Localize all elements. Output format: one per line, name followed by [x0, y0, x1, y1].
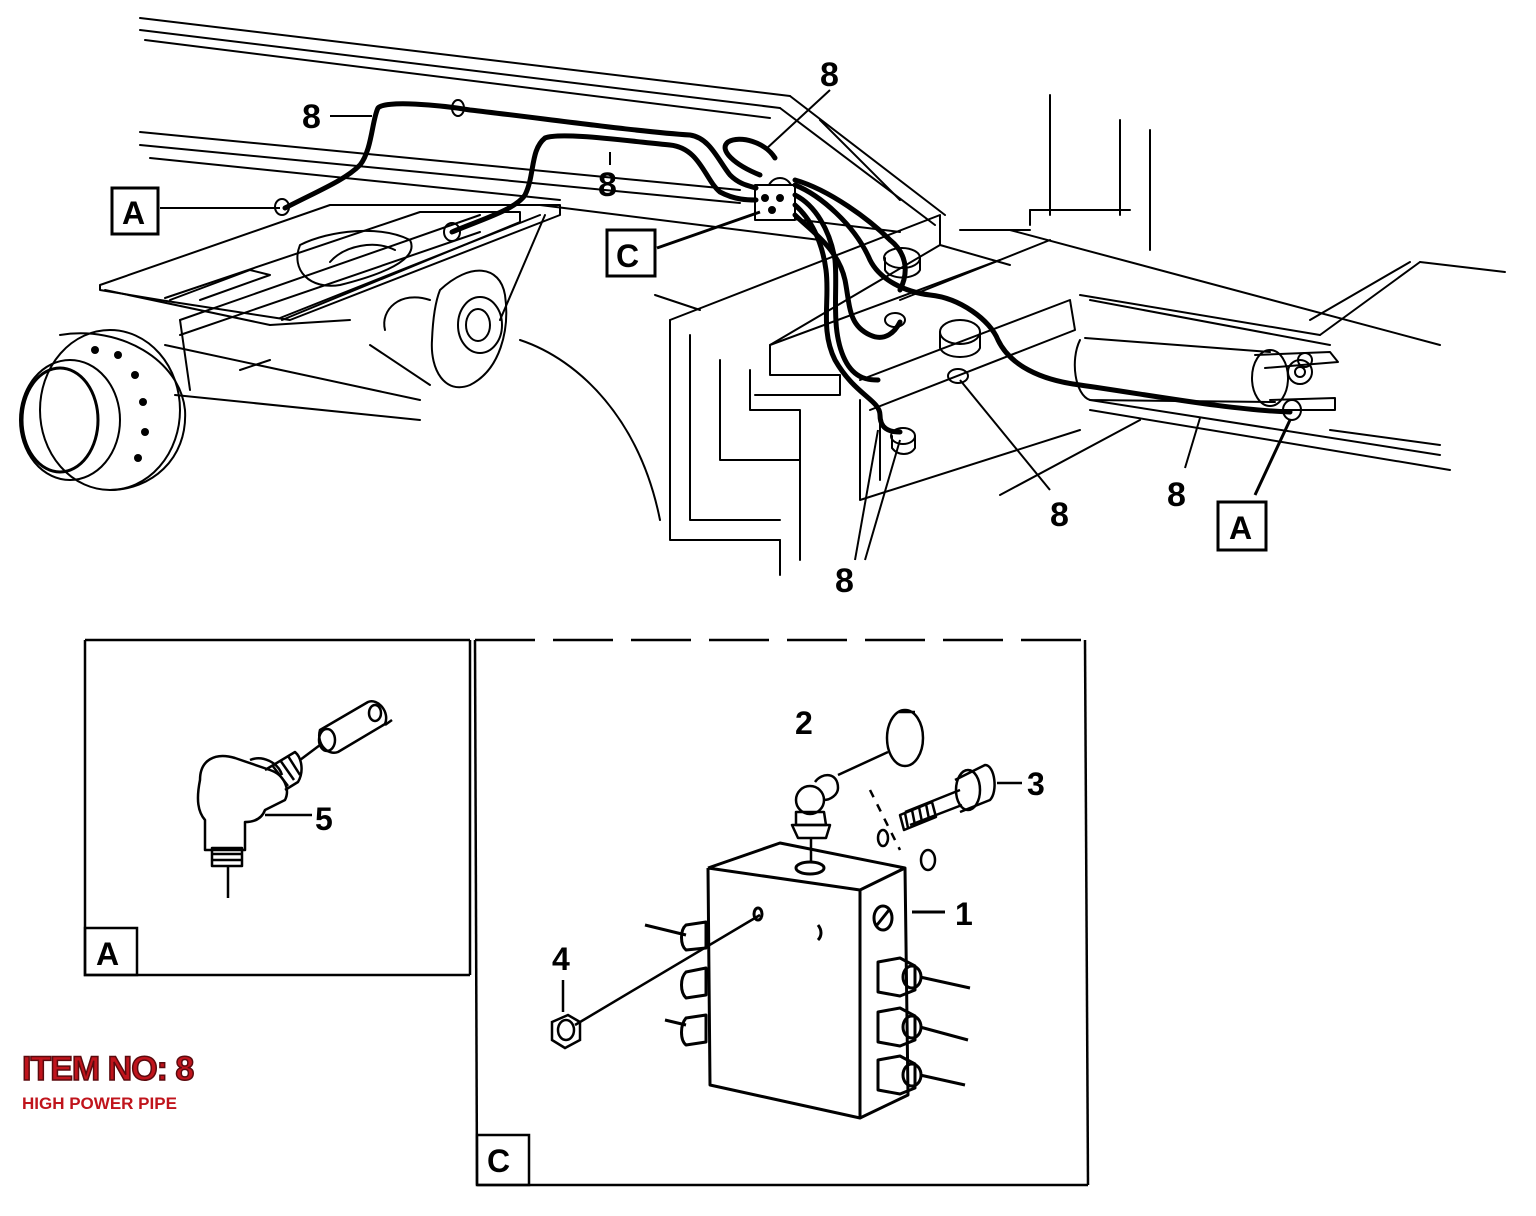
axle-assembly	[99, 204, 561, 421]
bolt	[868, 763, 1022, 872]
wheel-hub	[19, 329, 187, 491]
pipe-to-fitting	[792, 177, 908, 293]
frame-rails	[139, 17, 946, 241]
pipe-to-right	[792, 182, 1293, 415]
right-frame	[959, 94, 1506, 471]
callout-8-bottom: 8	[835, 562, 854, 600]
callout-8-top: 8	[820, 56, 839, 94]
pipe-middle	[449, 133, 759, 235]
detail-a-box	[83, 638, 472, 977]
callout-8-middle: 8	[598, 166, 617, 204]
callout-8-center-right: 8	[1050, 496, 1069, 534]
detail-tags: A C A A C	[96, 186, 1268, 1179]
detail-c-box	[473, 638, 1090, 1187]
callout-8-right: 8	[1167, 476, 1186, 514]
callout-labels: 8 8 8 8 8 8 1 2 3 4 5	[302, 56, 1186, 977]
elbow-fitting	[196, 700, 393, 898]
callout-3: 3	[1027, 766, 1045, 802]
tag-a-right: A	[1229, 510, 1252, 546]
callout-1: 1	[955, 896, 973, 932]
callout-2: 2	[795, 705, 813, 741]
pipe-down-3	[792, 212, 903, 340]
distribution-block	[644, 841, 971, 1120]
item-number-title: ITEM NO: 8	[21, 1049, 195, 1089]
crossmember	[654, 214, 1081, 576]
tag-c-detail-box: C	[487, 1143, 510, 1179]
callout-5: 5	[315, 801, 333, 837]
pipe-upper-left	[282, 101, 759, 211]
tag-c-upper: C	[616, 238, 639, 274]
pipe-down-2	[792, 202, 903, 435]
callout-8-upper-left: 8	[302, 98, 321, 136]
tag-a-detail-box: A	[96, 936, 119, 972]
high-power-pipes	[282, 101, 1293, 435]
plug	[550, 913, 761, 1050]
item-description: HIGH POWER PIPE	[22, 1094, 177, 1113]
grease-nipple	[790, 708, 925, 862]
spring-hanger	[383, 214, 661, 521]
pipe-down-1	[792, 192, 881, 383]
callout-4: 4	[552, 941, 570, 977]
axle-tube-right	[999, 337, 1339, 496]
leader-lines	[160, 89, 1292, 561]
tag-a-upper-left: A	[122, 195, 145, 231]
pipe-to-c	[722, 136, 778, 178]
